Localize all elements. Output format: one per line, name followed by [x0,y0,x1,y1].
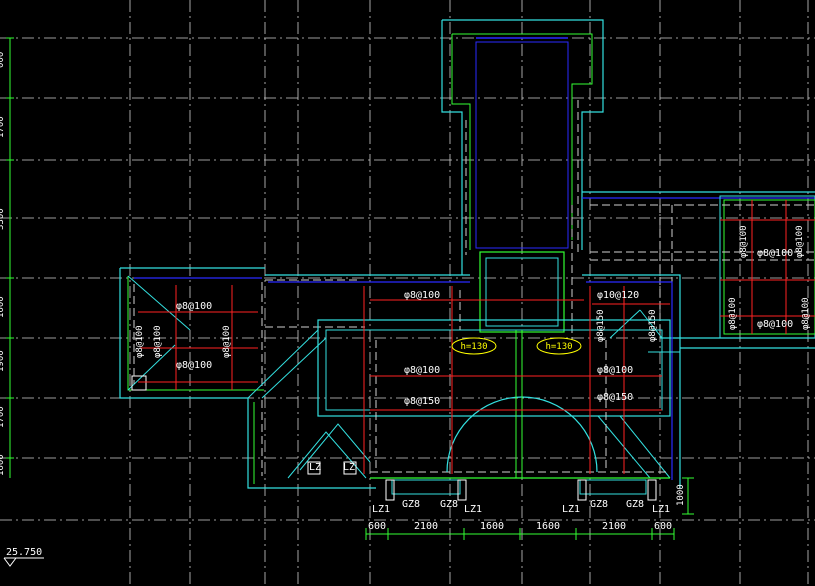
left-wing [119,267,376,489]
elevation-value: 25.750 [6,547,42,558]
axis-label-4: 1900 [0,350,6,372]
column-lz1-a: LZ1 [372,504,390,515]
rebar-label-i: φ10@120 [597,290,639,301]
rebar-label-q: φ8@100 [728,297,738,330]
rebar-label-c: φ8@100 [153,325,163,358]
rebar-label-s: φ8@100 [135,325,145,358]
column-lz-left: LZ [309,462,321,473]
slab-label-right: h=130 [545,342,572,352]
rebar-label-d: φ8@100 [222,325,232,358]
dim-3: 1600 [536,521,560,532]
right-wing [571,191,815,349]
axis-label-1: 1700 [0,116,6,138]
rebar-label-b: φ8@100 [176,360,212,371]
axis-label-6: 1600 [0,454,6,476]
column-lz-right: LZ [343,462,355,473]
stair-tower [441,19,604,333]
rebar-label-g: φ8@100 [404,365,440,376]
column-lz1-b: LZ1 [464,504,482,515]
rebar-label-o: φ8@150 [648,309,658,342]
rebar-label-r: φ8@100 [801,297,811,330]
axis-label-5: 1700 [0,406,6,428]
dim-5: 600 [654,521,672,532]
column-gz8-d: GZ8 [626,499,644,510]
rebar-label-h: φ8@150 [596,309,606,342]
rebar-lines [138,200,815,474]
right-dimension: 1000 [676,477,694,515]
dim-right: 1000 [676,484,686,506]
bottom-dimension-line: 600 2100 1600 1600 2100 600 [365,521,675,540]
slab-thickness-marks: h=130 h=130 [451,337,582,355]
rebar-label-j: φ8@100 [597,365,633,376]
slab-label-left: h=130 [460,342,487,352]
column-gz8-c: GZ8 [590,499,608,510]
column-gz8-a: GZ8 [402,499,420,510]
dim-2: 1600 [480,521,504,532]
rebar-annotations: φ8@100 φ8@100 φ8@100 φ8@100 φ8@100 φ8@15… [135,225,811,407]
rebar-label-f: φ8@150 [404,396,440,407]
dim-1: 2100 [414,521,438,532]
elevation-marker: 25.750 [3,547,44,567]
axis-label-2: 3300 [0,208,6,230]
column-lz1-d: LZ1 [652,504,670,515]
column-labels: LZ LZ LZ1 GZ8 GZ8 LZ1 LZ1 GZ8 GZ8 LZ1 [309,462,670,515]
rebar-label-e: φ8@100 [404,290,440,301]
rebar-label-n: φ8@150 [597,392,633,403]
axis-label-3: 1600 [0,296,6,318]
axis-label-0: 000 [0,52,6,68]
dim-0: 600 [368,521,386,532]
rebar-label-l: φ8@100 [757,248,793,259]
left-dimension-axis: 000 1700 3300 1600 1900 1700 1600 [0,37,14,478]
column-gz8-b: GZ8 [440,499,458,510]
rebar-label-p: φ8@100 [757,319,793,330]
rebar-label-a: φ8@100 [176,301,212,312]
main-block [247,274,681,501]
rebar-label-k: φ8@100 [739,225,749,258]
column-lz1-c: LZ1 [562,504,580,515]
dim-4: 2100 [602,521,626,532]
rebar-label-m: φ8@100 [795,225,805,258]
